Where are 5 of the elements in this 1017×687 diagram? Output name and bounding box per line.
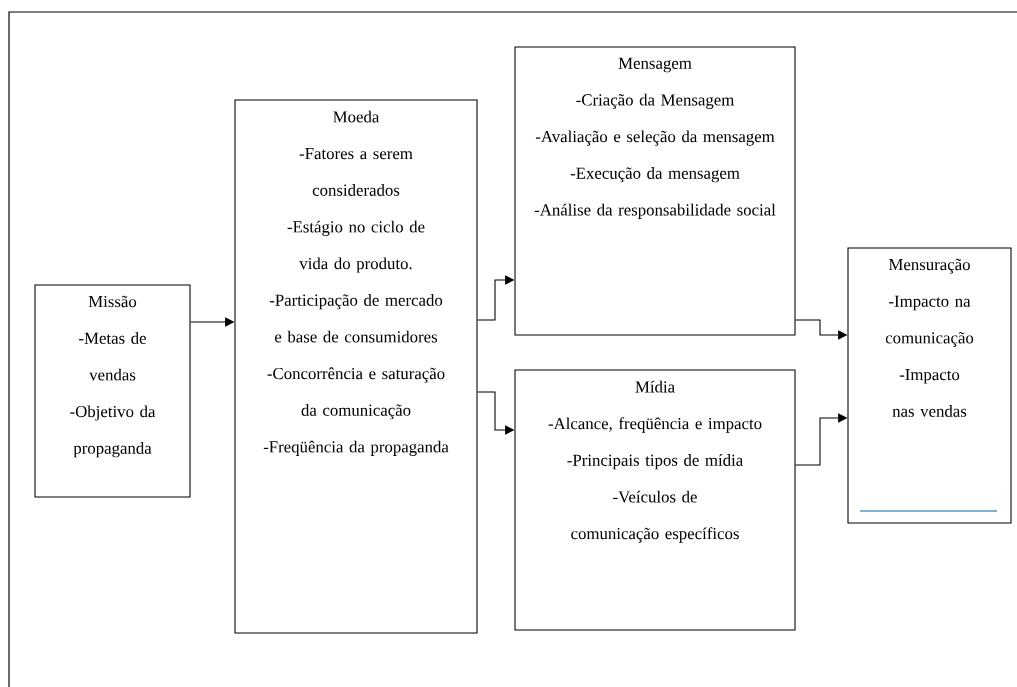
process-box: Mídia -Alcance, freqüência e impacto -Principais tipos de mídia -Veículos de comunicação específicos [514,369,796,631]
process-box: Moeda -Fatores a serem considerados -Estágio no ciclo de vida do produto. -Participação de mercado e base de consumidores -Concorrência e saturação da comunicação -Freqüência da propaganda [234,99,478,634]
process-box: Mensagem -Criação da Mensagem -Avaliação e seleção da mensagem -Execução da mensagem -Análise da responsabilidade social [514,46,796,336]
process-box: Mensuração -Impacto na comunicação -Impacto nas vendas [847,247,1012,524]
process-box: Missão -Metas de vendas -Objetivo da propaganda [34,284,191,498]
